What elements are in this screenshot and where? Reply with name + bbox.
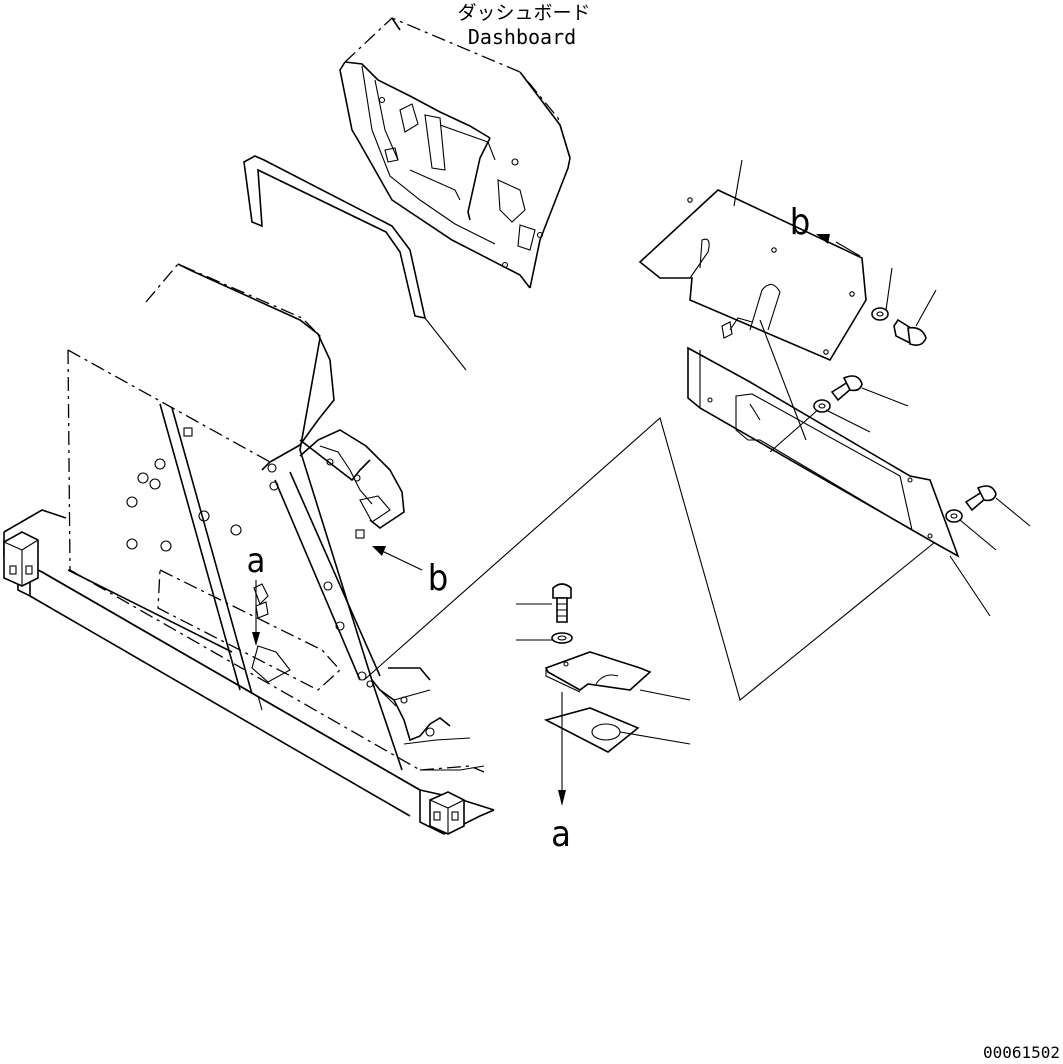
- callout-b-right: b: [790, 202, 811, 243]
- rubber-seal: [243, 155, 467, 371]
- detail-b-parts: b: [638, 159, 1031, 617]
- panel-nuts: [126, 427, 365, 631]
- callout-a-lower: a: [551, 814, 571, 855]
- detail-view-lines: [363, 417, 941, 701]
- callout-b-left: b: [428, 558, 449, 599]
- title-japanese: ダッシュボード: [457, 2, 590, 24]
- detail-a-parts: [516, 583, 691, 806]
- callout-b-left-arrowhead: [372, 546, 386, 556]
- callout-a-upper: a: [247, 541, 266, 581]
- callout-a-upper-arrowhead: [252, 632, 260, 646]
- console-frame: [3, 263, 495, 835]
- callout-b-left-leader: [379, 549, 423, 571]
- title-english: Dashboard: [468, 25, 576, 49]
- drawing-number: 00061502: [983, 1043, 1060, 1062]
- dashboard-cover: [339, 17, 571, 289]
